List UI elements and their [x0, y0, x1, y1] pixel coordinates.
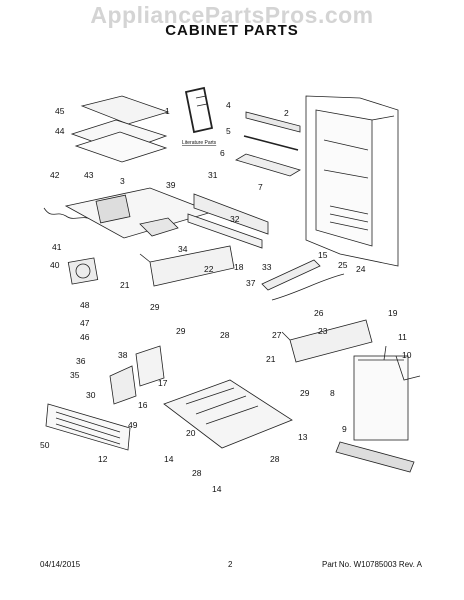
callout-12: 12: [98, 454, 108, 464]
part-10-rod[interactable]: [395, 355, 421, 381]
callout-13: 13: [298, 432, 308, 442]
callout-21-b: 21: [266, 354, 276, 364]
callout-11: 11: [398, 332, 407, 342]
literature-parts-label: Literature Parts: [182, 140, 217, 146]
callout-28-c: 28: [270, 454, 280, 464]
callout-35: 35: [70, 370, 80, 380]
callout-25: 25: [338, 260, 348, 270]
callout-29-b: 29: [176, 326, 186, 336]
callout-numbers: 45 44 1 4 2 5 6 7 31 42 43 3 39 32 34 33…: [40, 100, 412, 494]
part-31-bracket[interactable]: [193, 193, 269, 235]
callout-21-a: 21: [120, 280, 130, 290]
callout-7: 7: [258, 182, 263, 192]
part-44-insulation-panel[interactable]: [70, 119, 168, 163]
callout-1: 1: [165, 106, 170, 116]
callout-43: 43: [84, 170, 94, 180]
callout-30: 30: [86, 390, 96, 400]
callout-29-c: 29: [300, 388, 310, 398]
callout-29-a: 29: [150, 302, 160, 312]
callout-24: 24: [356, 264, 366, 274]
callout-5: 5: [226, 126, 231, 136]
callout-44: 44: [55, 126, 65, 136]
callout-3: 3: [120, 176, 125, 186]
callout-26: 26: [314, 308, 324, 318]
part-5-rail[interactable]: [243, 135, 299, 151]
part-15-cover[interactable]: [261, 259, 321, 291]
footer-page-number: 2: [228, 560, 233, 569]
footer-date: 04/14/2015: [40, 560, 81, 569]
callout-46: 46: [80, 332, 90, 342]
callout-15: 15: [318, 250, 328, 260]
callout-40: 40: [50, 260, 60, 270]
part-17-control-board[interactable]: [135, 345, 165, 387]
callout-50: 50: [40, 440, 50, 450]
watermark: AppliancePartsPros.com: [90, 2, 374, 28]
callout-37: 37: [246, 278, 256, 288]
callout-10: 10: [402, 350, 412, 360]
callout-36: 36: [76, 356, 86, 366]
callout-34: 34: [178, 244, 188, 254]
part-19-duct[interactable]: [281, 319, 373, 363]
part-12-front-grille[interactable]: [45, 403, 131, 451]
part-9-door-bottom[interactable]: [335, 441, 415, 473]
callout-49: 49: [128, 420, 138, 430]
callout-20: 20: [186, 428, 196, 438]
part-39-base-plate[interactable]: [64, 187, 214, 239]
callout-23: 23: [318, 326, 328, 336]
callout-19: 19: [388, 308, 398, 318]
callout-28-a: 28: [220, 330, 230, 340]
callout-45: 45: [55, 106, 65, 116]
callout-14-b: 14: [212, 484, 222, 494]
callout-39: 39: [166, 180, 176, 190]
callout-16: 16: [138, 400, 148, 410]
part-13-base-tray[interactable]: [163, 379, 293, 449]
callout-38: 38: [118, 350, 128, 360]
part-11-rod[interactable]: [383, 345, 387, 361]
callout-31: 31: [208, 170, 218, 180]
callout-8: 8: [330, 388, 335, 398]
callout-27: 27: [272, 330, 282, 340]
part-18-housing[interactable]: [139, 245, 235, 287]
callout-41: 41: [52, 242, 62, 252]
part-8-door-frame[interactable]: [353, 355, 409, 441]
callout-48: 48: [80, 300, 90, 310]
callout-17: 17: [158, 378, 168, 388]
page-title: CABINET PARTS: [165, 22, 299, 39]
callout-22: 22: [204, 264, 214, 274]
part-16-control-board[interactable]: [109, 365, 137, 405]
part-32-bracket[interactable]: [187, 213, 263, 249]
callout-42: 42: [50, 170, 60, 180]
callout-28-b: 28: [192, 468, 202, 478]
callout-33: 33: [262, 262, 272, 272]
callout-14-a: 14: [164, 454, 174, 464]
part-6-rail[interactable]: [235, 153, 301, 177]
callout-47: 47: [80, 318, 90, 328]
part-2-cabinet-liner[interactable]: [305, 95, 399, 267]
part-1-literature-booklet[interactable]: [184, 86, 214, 134]
callout-18: 18: [234, 262, 244, 272]
callout-32: 32: [230, 214, 240, 224]
part-4-rail[interactable]: [245, 111, 301, 133]
part-45-top-panel[interactable]: [80, 95, 170, 125]
footer-part-number: Part No. W10785003 Rev. A: [322, 560, 422, 569]
callout-2: 2: [284, 108, 289, 118]
callout-9: 9: [342, 424, 347, 434]
part-40-fan-assembly[interactable]: [67, 257, 99, 285]
part-42-wire-harness[interactable]: [43, 207, 95, 221]
callout-6: 6: [220, 148, 225, 158]
callout-4: 4: [226, 100, 231, 110]
part-24-wire[interactable]: [271, 273, 345, 301]
